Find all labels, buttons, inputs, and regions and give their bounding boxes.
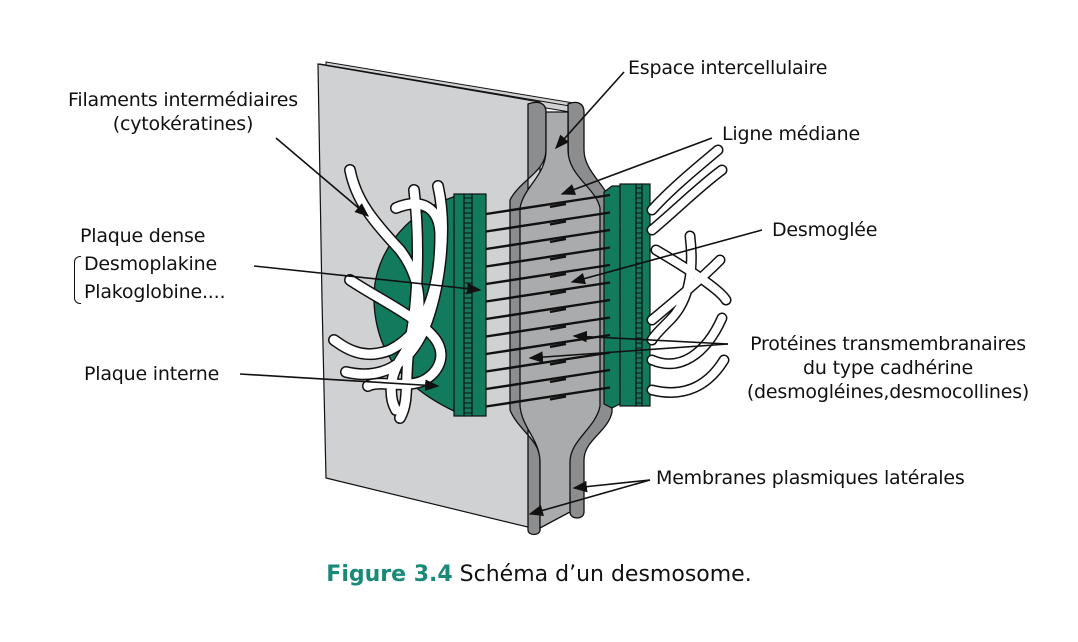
- cadherin-line: [485, 281, 611, 303]
- leader-ligne-mediane: [560, 137, 713, 195]
- cadherin-line: [485, 333, 611, 356]
- leader-desmoglee: [570, 229, 763, 285]
- label-proteines: Protéines transmembranaires du type cadh…: [728, 332, 1048, 404]
- intermediate-filaments-right: [646, 144, 732, 398]
- cadherin-line: [485, 368, 611, 391]
- figure-caption-text: Schéma d’un desmosome.: [452, 562, 752, 587]
- leader-proteines-2: [528, 343, 729, 363]
- plaque-dense-left: [453, 193, 487, 417]
- label-proteines-line3: (desmogléines,desmocollines): [746, 381, 1030, 403]
- cadherin-line: [485, 386, 611, 408]
- cadherin-line: [485, 193, 611, 216]
- cadherin-line: [485, 351, 611, 373]
- intermediate-filaments-left: [328, 164, 449, 424]
- label-plaque-interne: Plaque interne: [84, 363, 220, 385]
- midline-overlap: [549, 255, 567, 261]
- label-plakoglobine: Plakoglobine....: [84, 281, 226, 303]
- midline-overlap: [549, 377, 567, 384]
- midline-overlap: [549, 272, 567, 279]
- cadherin-line: [485, 316, 611, 338]
- midline-overlap: [549, 307, 567, 314]
- midline-overlap: [549, 325, 567, 331]
- cadherin-line: [485, 246, 611, 268]
- label-espace-intercellulaire: Espace intercellulaire: [628, 57, 828, 79]
- cadherin-proteins: [485, 193, 611, 408]
- midline-overlap: [549, 342, 567, 349]
- label-proteines-line1: Protéines transmembranaires: [750, 333, 1026, 355]
- figure-number: Figure 3.4: [326, 562, 453, 587]
- plaque-dense-bracket: [74, 256, 81, 304]
- midline-overlap: [549, 395, 567, 401]
- figure-caption: Figure 3.4 Schéma d’un desmosome.: [0, 562, 1078, 587]
- label-filaments: Filaments intermédiaires (cytokératines): [58, 88, 308, 136]
- label-proteines-line2: du type cadhérine: [803, 357, 973, 379]
- midline-overlap: [549, 360, 567, 366]
- cadherin-line: [485, 298, 611, 321]
- label-filaments-line2: (cytokératines): [112, 113, 254, 135]
- cadherin-line: [485, 228, 611, 251]
- leader-espace: [555, 71, 625, 150]
- midline-overlap: [549, 220, 567, 226]
- label-filaments-line1: Filaments intermédiaires: [68, 89, 298, 111]
- plaque-dense-right: [603, 183, 651, 409]
- leader-plaque-interne: [239, 373, 440, 391]
- label-desmoplakine: Desmoplakine: [84, 253, 217, 275]
- midline-overlap: [549, 237, 567, 244]
- label-plaque-dense: Plaque dense: [80, 225, 206, 247]
- cadherin-line: [485, 211, 611, 233]
- leader-membranes-1: [572, 479, 651, 493]
- leader-plaque-dense: [253, 265, 482, 295]
- midline-overlap: [549, 202, 567, 209]
- cadherin-line: [485, 263, 611, 286]
- label-membranes: Membranes plasmiques latérales: [656, 467, 965, 489]
- midline-overlap: [549, 290, 567, 296]
- leader-filaments: [275, 137, 370, 217]
- leader-membranes-2: [528, 479, 651, 517]
- leader-proteines-1: [572, 330, 729, 345]
- label-desmoglee: Desmoglée: [772, 219, 878, 241]
- label-ligne-mediane: Ligne médiane: [722, 123, 861, 145]
